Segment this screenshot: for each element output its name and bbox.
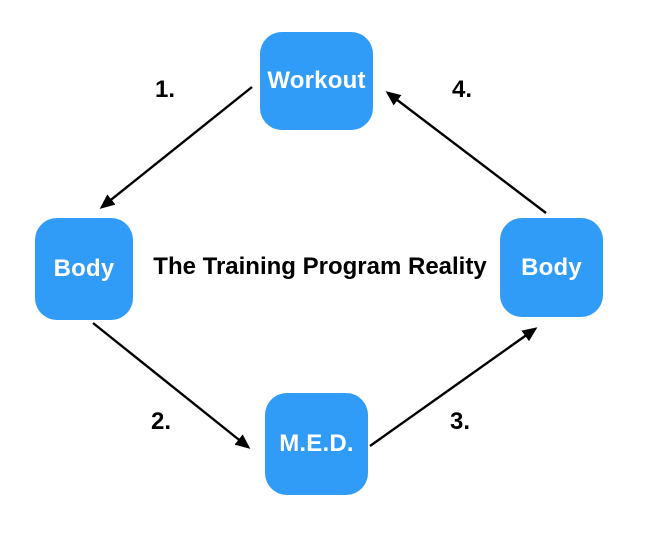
arrow-body-right-to-workout	[385, 91, 547, 214]
step-label-1: 1.	[155, 76, 176, 103]
arrow-workout-to-body-left	[99, 86, 253, 209]
step-label-3: 3.	[450, 408, 471, 435]
node-workout: Workout	[260, 32, 373, 130]
node-med-label: M.E.D.	[279, 430, 354, 457]
node-body-right-label: Body	[521, 253, 582, 281]
node-body-left-label: Body	[53, 255, 115, 282]
step-label-4: 4.	[452, 76, 473, 103]
node-workout-label: Workout	[267, 67, 366, 94]
step-label-2: 2.	[151, 408, 172, 435]
node-med: M.E.D.	[265, 393, 368, 495]
diagram-title: The Training Program Reality	[153, 253, 487, 280]
node-body-right: Body	[500, 218, 603, 317]
node-body-left: Body	[35, 218, 133, 320]
